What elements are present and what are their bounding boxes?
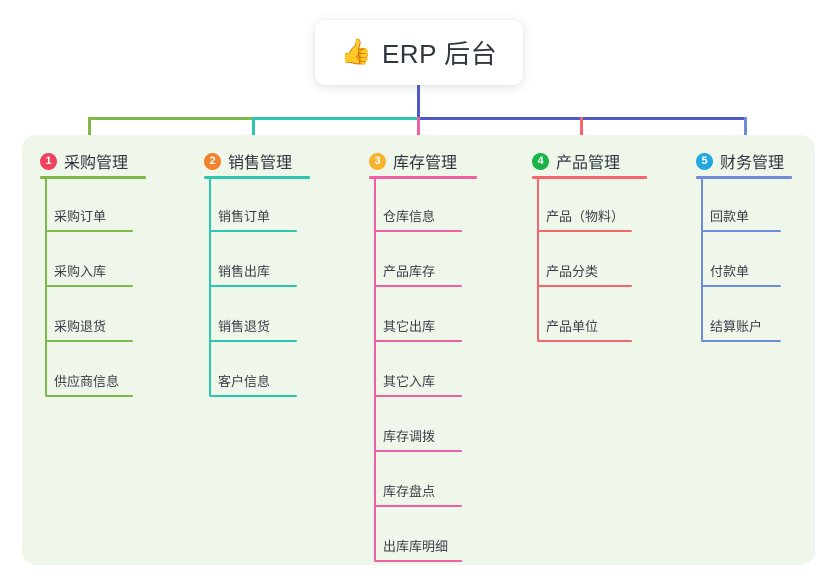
leaf-item[interactable]: 销售退货 bbox=[216, 316, 270, 339]
leaf-item-label: 出库库明细 bbox=[383, 539, 449, 554]
leaf-item-rule bbox=[374, 340, 462, 342]
leaf-item[interactable]: 销售出库 bbox=[216, 261, 270, 284]
column-badge-icon-3: 3 bbox=[369, 152, 386, 170]
leaf-item-label: 产品单位 bbox=[546, 319, 599, 334]
leaf-item-label: 回款单 bbox=[710, 209, 750, 224]
leaf-item-label: 仓库信息 bbox=[383, 209, 436, 224]
column-title-2: 销售管理 bbox=[228, 155, 293, 172]
trunk-vertical-line bbox=[417, 85, 420, 119]
leaf-item-label: 产品（物料） bbox=[546, 209, 625, 224]
drop-line-col-1 bbox=[88, 117, 91, 150]
column-title-1: 采购管理 bbox=[64, 155, 129, 172]
leaf-item-rule bbox=[537, 340, 632, 342]
drop-line-col-4 bbox=[580, 117, 583, 150]
leaf-item-label: 采购订单 bbox=[54, 209, 107, 224]
leaf-item-label: 其它出库 bbox=[383, 319, 436, 334]
leaf-item-label: 付款单 bbox=[710, 264, 750, 279]
leaf-item[interactable]: 付款单 bbox=[708, 261, 749, 284]
leaf-item-rule bbox=[45, 340, 133, 342]
leaf-item[interactable]: 其它出库 bbox=[381, 316, 435, 339]
column-header-4[interactable]: 4 产品管理 bbox=[532, 148, 620, 174]
leaf-item-label: 其它入库 bbox=[383, 374, 436, 389]
column-spine-5 bbox=[701, 176, 703, 340]
leaf-item-rule bbox=[701, 340, 781, 342]
leaf-item[interactable]: 库存调拨 bbox=[381, 426, 435, 449]
column-rule-3 bbox=[369, 176, 477, 179]
column-rule-1 bbox=[40, 176, 146, 179]
leaf-item-rule bbox=[374, 560, 462, 562]
leaf-item-rule bbox=[374, 450, 462, 452]
leaf-item-label: 客户信息 bbox=[218, 374, 271, 389]
root-node-card[interactable]: 👍 ERP 后台 bbox=[315, 20, 523, 85]
bar-segment-teal bbox=[252, 117, 419, 120]
leaf-item-rule bbox=[209, 395, 297, 397]
leaf-item-label: 产品分类 bbox=[546, 264, 599, 279]
column-badge-icon-4: 4 bbox=[532, 152, 549, 170]
leaf-item-label: 供应商信息 bbox=[54, 374, 120, 389]
leaf-item-rule bbox=[45, 395, 133, 397]
leaf-item-rule bbox=[374, 230, 462, 232]
column-title-4: 产品管理 bbox=[556, 155, 621, 172]
leaf-item-label: 结算账户 bbox=[710, 319, 763, 334]
leaf-item[interactable]: 回款单 bbox=[708, 206, 749, 229]
leaf-item-rule bbox=[209, 340, 297, 342]
column-rule-2 bbox=[204, 176, 310, 179]
leaf-item[interactable]: 销售订单 bbox=[216, 206, 270, 229]
drop-line-col-2 bbox=[252, 117, 255, 150]
leaf-item-rule bbox=[701, 285, 781, 287]
root-node-content: 👍 ERP 后台 bbox=[341, 34, 497, 71]
thumbs-up-icon: 👍 bbox=[340, 38, 372, 66]
leaf-item[interactable]: 产品（物料） bbox=[544, 206, 624, 229]
leaf-item[interactable]: 其它入库 bbox=[381, 371, 435, 394]
leaf-item-label: 销售退货 bbox=[218, 319, 271, 334]
leaf-item-rule bbox=[701, 230, 781, 232]
column-badge-icon-5: 5 bbox=[696, 152, 713, 170]
column-rule-5 bbox=[696, 176, 792, 179]
leaf-item[interactable]: 产品库存 bbox=[381, 261, 435, 284]
leaf-item-label: 产品库存 bbox=[383, 264, 436, 279]
leaf-item[interactable]: 客户信息 bbox=[216, 371, 270, 394]
column-header-5[interactable]: 5 财务管理 bbox=[696, 148, 784, 174]
column-spine-3 bbox=[374, 176, 376, 560]
leaf-item-label: 销售订单 bbox=[218, 209, 271, 224]
leaf-item-rule bbox=[374, 285, 462, 287]
bar-segment-green bbox=[88, 117, 253, 120]
column-title-3: 库存管理 bbox=[393, 155, 458, 172]
column-header-3[interactable]: 3 库存管理 bbox=[369, 148, 457, 174]
leaf-item[interactable]: 结算账户 bbox=[708, 316, 762, 339]
leaf-item-rule bbox=[537, 230, 632, 232]
leaf-item[interactable]: 采购入库 bbox=[52, 261, 106, 284]
leaf-item[interactable]: 产品单位 bbox=[544, 316, 598, 339]
column-spine-4 bbox=[537, 176, 539, 340]
leaf-item[interactable]: 出库库明细 bbox=[381, 536, 448, 559]
leaf-item-label: 库存盘点 bbox=[383, 484, 436, 499]
leaf-item[interactable]: 采购订单 bbox=[52, 206, 106, 229]
leaf-item[interactable]: 供应商信息 bbox=[52, 371, 119, 394]
column-badge-icon-2: 2 bbox=[204, 152, 221, 170]
leaf-item-rule bbox=[45, 230, 133, 232]
column-title-5: 财务管理 bbox=[720, 155, 785, 172]
leaf-item-rule bbox=[45, 285, 133, 287]
root-node-title: ERP 后台 bbox=[381, 39, 498, 69]
column-header-2[interactable]: 2 销售管理 bbox=[204, 148, 292, 174]
leaf-item[interactable]: 仓库信息 bbox=[381, 206, 435, 229]
leaf-item-label: 采购退货 bbox=[54, 319, 107, 334]
leaf-item[interactable]: 采购退货 bbox=[52, 316, 106, 339]
leaf-item[interactable]: 库存盘点 bbox=[381, 481, 435, 504]
leaf-item-rule bbox=[374, 505, 462, 507]
leaf-item-label: 采购入库 bbox=[54, 264, 107, 279]
leaf-item[interactable]: 产品分类 bbox=[544, 261, 598, 284]
drop-line-col-5 bbox=[744, 117, 747, 150]
column-badge-icon-1: 1 bbox=[40, 152, 57, 170]
leaf-item-rule bbox=[537, 285, 632, 287]
leaf-item-rule bbox=[209, 285, 297, 287]
leaf-item-label: 库存调拨 bbox=[383, 429, 436, 444]
leaf-item-rule bbox=[374, 395, 462, 397]
modules-panel bbox=[22, 135, 815, 565]
leaf-item-label: 销售出库 bbox=[218, 264, 271, 279]
column-header-1[interactable]: 1 采购管理 bbox=[40, 148, 128, 174]
drop-line-col-3 bbox=[417, 117, 420, 150]
column-rule-4 bbox=[532, 176, 647, 179]
leaf-item-rule bbox=[209, 230, 297, 232]
